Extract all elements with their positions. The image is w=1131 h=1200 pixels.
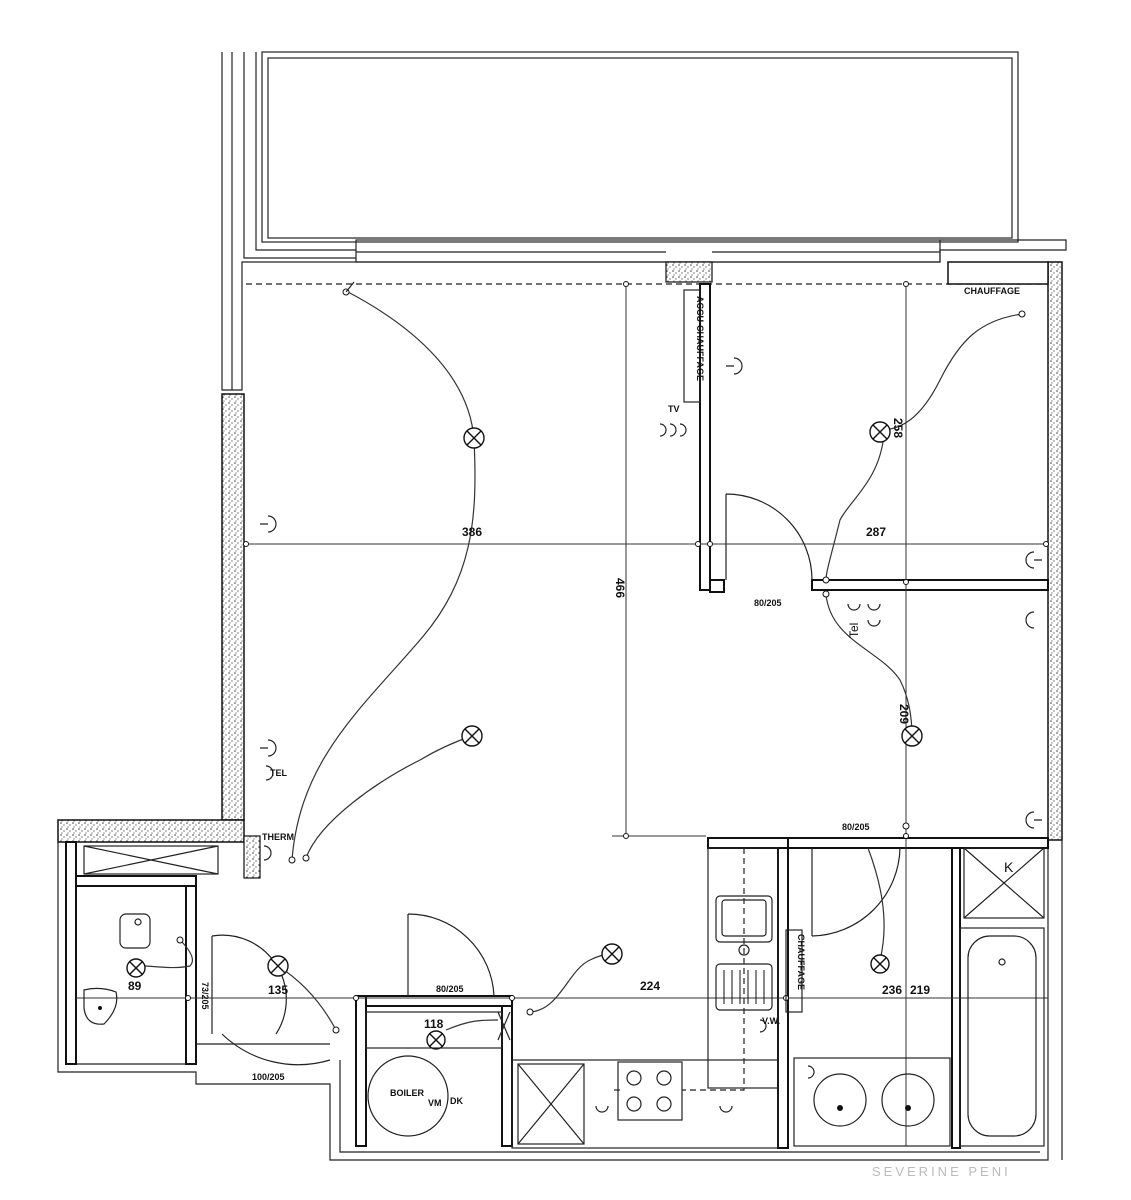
dimension-lines	[76, 281, 1049, 1146]
bath-sinks	[793, 1057, 951, 1147]
lamp-icon	[463, 427, 485, 449]
toilet	[119, 913, 151, 949]
accu-chauffage-box	[683, 289, 701, 403]
switch-icons	[176, 281, 1026, 1034]
chauffage-kitchen-label: CHAUFFAGE	[796, 934, 806, 990]
dim-bedroom-height: 258	[891, 418, 905, 438]
outlet-icon	[1025, 611, 1035, 629]
tel-label: Tel	[847, 623, 861, 638]
dim-hall-height: 209	[897, 704, 911, 724]
dim-wc-width: 89	[128, 979, 142, 993]
balcony-window	[246, 239, 1048, 285]
therm-label: THERM	[262, 832, 294, 842]
electrical-wiring	[135, 291, 1023, 1091]
lamp-icon	[901, 725, 923, 747]
cupboard-k	[963, 847, 1045, 919]
vm-label: VM	[428, 1098, 442, 1108]
outlet-icon	[595, 1019, 767, 1113]
dim-living-height: 466	[613, 578, 627, 598]
watermark: SEVERINE PENI	[872, 1164, 1011, 1179]
tel-label-left: TEL	[270, 768, 288, 778]
dim-door-storage: 80/205	[436, 984, 464, 994]
outlet-icon	[1025, 551, 1042, 569]
dim-bath-width2: 219	[910, 983, 930, 997]
lamp-icon	[870, 954, 890, 974]
doors	[196, 493, 901, 1066]
lamp-icons	[126, 421, 923, 1050]
outlet-icon	[726, 357, 743, 375]
lamp-icon	[869, 421, 891, 443]
chauffage-label: CHAUFFAGE	[964, 286, 1020, 296]
chauffage-kitchen-box	[785, 929, 803, 1013]
outlet-icon	[1025, 811, 1042, 829]
boiler	[367, 1055, 449, 1137]
tel-outlet-icon	[265, 765, 274, 781]
storage-cabinet	[365, 1011, 511, 1049]
boiler-label: BOILER	[390, 1088, 425, 1098]
dk-label: DK	[450, 1096, 463, 1106]
dim-hall-small: 135	[268, 983, 288, 997]
dim-door-bath: 80/205	[842, 822, 870, 832]
tel-outlet-icon	[847, 603, 881, 627]
outlet-icon	[807, 1065, 815, 1079]
tv-label: TV	[668, 404, 680, 414]
dim-door-entry: 100/205	[252, 1072, 285, 1082]
outer-walls	[57, 261, 1063, 1161]
outlet-icon	[260, 739, 277, 757]
outlet-icon	[260, 515, 277, 533]
dim-storage-width: 118	[424, 1017, 444, 1031]
dim-kitchen-width: 224	[640, 979, 660, 993]
wc-sink	[83, 987, 118, 1025]
k-label: K	[1004, 859, 1014, 875]
outlet-icons	[260, 357, 1042, 1113]
accu-chauffage-label: ACCU-CHAUFFAGE	[695, 296, 705, 381]
kitchen-counter	[511, 847, 779, 1149]
dim-door-bedroom: 80/205	[754, 598, 782, 608]
bathtub	[959, 927, 1045, 1147]
balcony	[221, 51, 1067, 391]
tv-outlet-icon	[659, 423, 687, 437]
dim-bath-width: 236	[882, 983, 902, 997]
lamp-icon	[461, 725, 483, 747]
dim-door-wc: 73/205	[200, 982, 210, 1010]
dim-bedroom-width: 287	[866, 525, 886, 539]
lamp-icon	[126, 958, 146, 978]
lamp-icon	[601, 943, 623, 965]
thermostat-icon	[263, 845, 272, 861]
lamp-icon	[267, 955, 289, 977]
stove	[617, 1061, 683, 1121]
kitchen-sink	[715, 895, 773, 1011]
lamp-icon	[426, 1030, 446, 1050]
vw-label: V.W.	[762, 1016, 780, 1026]
dim-living-width: 386	[462, 525, 482, 539]
